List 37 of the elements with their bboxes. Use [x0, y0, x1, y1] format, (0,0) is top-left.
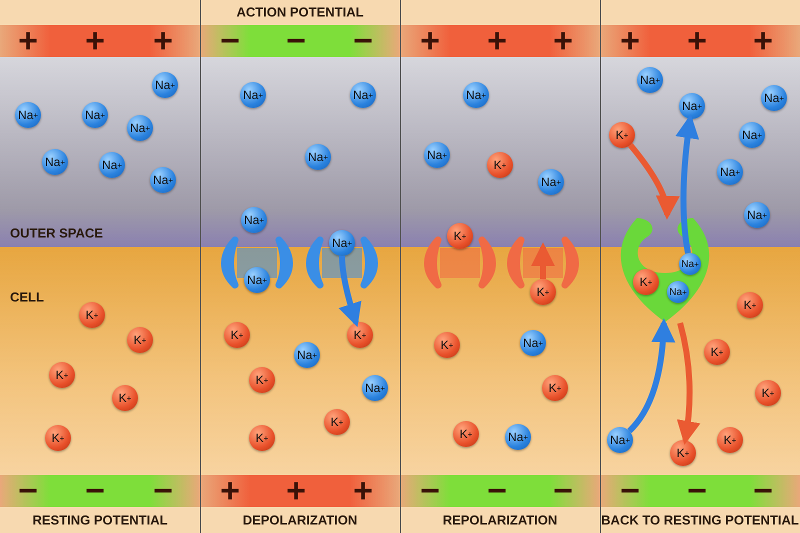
charge-sign: − — [286, 26, 306, 56]
arrow — [628, 143, 679, 220]
panel-title: BACK TO RESTING POTENTIAL — [601, 512, 799, 528]
charge-sign: + — [420, 26, 440, 56]
arrow — [531, 242, 555, 279]
charge-sign: − — [687, 476, 707, 506]
charge-sign: − — [18, 476, 38, 506]
arrow — [676, 114, 700, 254]
arrow — [338, 256, 362, 328]
charge-sign: + — [153, 26, 173, 56]
charge-sign: + — [220, 476, 240, 506]
charge-sign: + — [18, 26, 38, 56]
charge-sign: + — [487, 26, 507, 56]
charge-sign: + — [286, 476, 306, 506]
charge-sign: − — [220, 26, 240, 56]
charge-sign: + — [553, 26, 573, 56]
charge-sign: − — [487, 476, 507, 506]
charge-sign: + — [85, 26, 105, 56]
charge-sign: + — [620, 26, 640, 56]
heading: ACTION POTENTIAL — [236, 4, 364, 20]
charge-sign: − — [420, 476, 440, 506]
charge-sign: + — [353, 476, 373, 506]
arrow — [627, 318, 675, 434]
region-label: CELL — [10, 290, 44, 304]
charge-sign: + — [687, 26, 707, 56]
charge-sign: − — [620, 476, 640, 506]
panel-title: DEPOLARIZATION — [242, 512, 358, 528]
region-label: OUTER SPACE — [10, 226, 103, 240]
charge-sign: − — [553, 476, 573, 506]
panel-title: RESTING POTENTIAL — [32, 512, 168, 528]
charge-sign: + — [753, 26, 773, 56]
charge-sign: − — [85, 476, 105, 506]
charge-sign: − — [153, 476, 173, 506]
charge-sign: − — [753, 476, 773, 506]
charge-sign: − — [353, 26, 373, 56]
arrow — [676, 322, 700, 445]
panel-title: REPOLARIZATION — [442, 512, 558, 528]
